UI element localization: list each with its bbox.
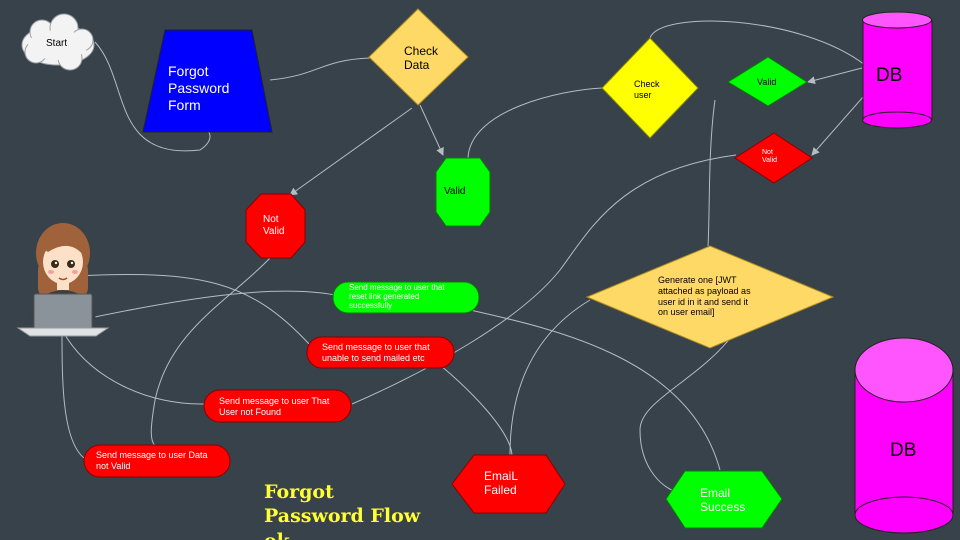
forgot-form-label: Forgot Password Form (168, 63, 230, 113)
connector-msg-unable-to-email-failed (439, 364, 513, 456)
start-label: Start (46, 38, 68, 49)
connector-check-user-to-db (649, 20, 866, 66)
connector-db-to-user-valid (807, 67, 863, 85)
db-bottom-cylinder (854, 337, 954, 534)
user-with-laptop-icon (16, 223, 110, 337)
msg-user-not-found-label: Send message to user That User not Found (219, 396, 330, 417)
check-data-diamond (368, 8, 469, 106)
check-user-label: Check user (634, 79, 660, 100)
check-user-diamond (601, 37, 699, 139)
generate-label: Generate one [JWT attached as payload as… (658, 275, 751, 318)
msg-data-not-valid-pill (83, 444, 231, 478)
connector-not-valid-to-msg-data (150, 257, 271, 447)
connector-check-data-to-valid (419, 104, 444, 156)
user-not-valid-label: Not Valid (762, 149, 778, 165)
connector-valid-to-check-user (467, 87, 603, 159)
connector-start-to-form (94, 41, 211, 152)
connector-check-data-to-not-valid (289, 107, 413, 196)
db-top-cylinder (862, 11, 933, 129)
start-cloud-shape (21, 13, 95, 71)
msg-link-generated-pill (332, 281, 480, 314)
msg-user-not-found-pill (203, 389, 352, 423)
not-valid-octagon (245, 193, 306, 259)
connector-generate-to-email-failed (509, 299, 591, 456)
db-top-label: DB (876, 65, 903, 86)
not-valid-label: Not Valid (263, 214, 285, 237)
msg-unable-send-label: Send message to user that unable to send… (322, 342, 430, 363)
connector-user-to-msg-not-found (61, 329, 205, 405)
forgot-form-shape (142, 29, 273, 133)
msg-data-not-valid-label: Send message to user Data not Valid (96, 450, 208, 471)
user-not-valid-diamond (734, 132, 813, 184)
msg-unable-send-pill (306, 336, 455, 369)
email-failed-hexagon (451, 454, 566, 514)
connector-user-valid-to-generate (707, 99, 716, 247)
email-success-hexagon (665, 470, 783, 529)
user-valid-diamond (727, 56, 808, 107)
connector-form-to-check-data (269, 57, 371, 81)
diagram-caption: Forgot Password Flow ok (264, 481, 421, 540)
connector-msg-link-to-email-success (469, 309, 721, 471)
db-bottom-label: DB (890, 440, 917, 461)
connector-generate-to-email-success (639, 331, 736, 493)
msg-link-generated-label: Send message to user that reset link gen… (349, 283, 445, 311)
email-success-label: Email Success (700, 486, 746, 515)
user-valid-label: Valid (757, 77, 777, 87)
connector-user-to-msg-data (61, 329, 85, 459)
connector-user-to-msg-link (89, 290, 336, 319)
email-failed-label: EmaiL Failed (484, 469, 519, 498)
valid-data-label: Valid (444, 186, 466, 197)
valid-data-octagon (435, 157, 491, 227)
check-data-label: Check Data (404, 44, 439, 73)
generate-diamond (585, 245, 835, 349)
connector-user-to-msg-unable (74, 274, 311, 346)
